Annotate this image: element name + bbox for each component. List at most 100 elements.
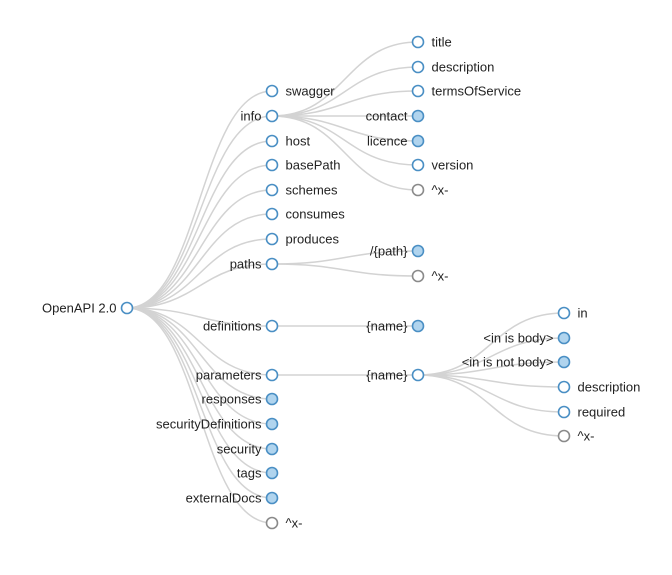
tree-node-info-title[interactable]: title [411,35,452,50]
tree-node-schemes[interactable]: schemes [265,183,339,198]
node-label-info-ext: ^x- [432,183,449,198]
node-circle-root-ext[interactable] [265,516,279,530]
tree-node-info-version[interactable]: version [411,158,474,173]
node-circle-tags[interactable] [265,466,279,480]
node-label-root: OpenAPI 2.0 [42,301,116,316]
tree-link-param-ext [417,374,565,437]
node-label-info-licence: licence [367,134,407,149]
node-circle-info-version[interactable] [411,158,425,172]
tree-node-param-ext[interactable]: ^x- [557,429,595,444]
node-circle-info-contact[interactable] [411,109,425,123]
node-label-tags: tags [237,466,262,481]
node-label-paths: paths [230,257,262,272]
tree-node-param-in[interactable]: in [557,306,588,321]
tree-node-tags[interactable]: tags [237,466,279,481]
tree-node-info-terms[interactable]: termsOfService [411,84,522,99]
node-circle-info-ext[interactable] [411,183,425,197]
node-circle-param-description[interactable] [557,380,571,394]
node-label-schemes: schemes [286,183,339,198]
node-label-swagger: swagger [286,84,336,99]
tree-link-root-ext [126,307,273,524]
tree-node-swagger[interactable]: swagger [265,84,336,99]
node-label-root-ext: ^x- [286,516,303,531]
node-label-parameters: parameters [196,368,262,383]
node-circle-info-title[interactable] [411,35,425,49]
tree-node-host[interactable]: host [265,134,311,149]
tree-node-external-docs[interactable]: externalDocs [186,491,279,506]
node-circle-schemes[interactable] [265,183,279,197]
tree-link-paths-path [271,250,419,265]
node-circle-paths[interactable] [265,257,279,271]
tree-node-security-definitions[interactable]: securityDefinitions [156,417,279,432]
node-circle-definitions[interactable] [265,319,279,333]
tree-node-parameters-name[interactable]: {name} [366,368,425,383]
tree-link-info-description [271,66,419,117]
node-circle-consumes[interactable] [265,207,279,221]
node-circle-responses[interactable] [265,392,279,406]
node-label-parameters-name: {name} [366,368,408,383]
node-circle-param-in-not-body[interactable] [557,355,571,369]
tree-link-info-ext [271,115,419,191]
tree-node-param-in-not-body[interactable]: <in is not body> [462,355,571,370]
node-label-param-ext: ^x- [578,429,595,444]
node-circle-param-required[interactable] [557,405,571,419]
tree-node-root-ext[interactable]: ^x- [265,516,303,531]
tree-node-param-in-body[interactable]: <in is body> [483,331,571,346]
tree-node-info[interactable]: info [241,109,279,124]
node-circle-swagger[interactable] [265,84,279,98]
node-circle-host[interactable] [265,134,279,148]
node-circle-param-in[interactable] [557,306,571,320]
node-circle-info-licence[interactable] [411,134,425,148]
node-circle-parameters-name[interactable] [411,368,425,382]
node-circle-produces[interactable] [265,232,279,246]
tree-node-paths-ext[interactable]: ^x- [411,269,449,284]
tree-node-info-contact[interactable]: contact [366,109,425,124]
tree-link-swagger [126,90,273,309]
tree-nodes: OpenAPI 2.0 swagger info title description te… [42,35,640,531]
tree-node-param-description[interactable]: description [557,380,641,395]
node-circle-info[interactable] [265,109,279,123]
tree-link-produces [126,238,273,309]
node-label-consumes: consumes [286,207,346,222]
tree-link-definitions [126,307,273,327]
tree-node-security[interactable]: security [217,442,279,457]
node-label-security: security [217,442,262,457]
node-circle-basepath[interactable] [265,158,279,172]
node-circle-parameters[interactable] [265,368,279,382]
tree-node-produces[interactable]: produces [265,232,340,247]
node-circle-param-in-body[interactable] [557,331,571,345]
node-circle-paths-ext[interactable] [411,269,425,283]
tree-node-param-required[interactable]: required [557,405,626,420]
tree-link-param-in-not-body [417,361,565,376]
tree-link-responses [126,307,273,400]
tree-link-security [126,307,273,450]
node-circle-external-docs[interactable] [265,491,279,505]
tree-link-paths [126,263,273,309]
node-circle-definitions-name[interactable] [411,319,425,333]
tree-node-consumes[interactable]: consumes [265,207,346,222]
tree-node-root[interactable]: OpenAPI 2.0 [42,301,134,316]
node-circle-info-terms[interactable] [411,84,425,98]
tree-node-info-ext[interactable]: ^x- [411,183,449,198]
node-label-host: host [286,134,311,149]
tree-node-paths[interactable]: paths [230,257,279,272]
node-circle-info-description[interactable] [411,60,425,74]
tree-node-paths-path[interactable]: /{path} [370,244,425,259]
tree-node-info-licence[interactable]: licence [367,134,425,149]
tree-node-info-description[interactable]: description [411,60,495,75]
tree-node-responses[interactable]: responses [202,392,279,407]
tree-node-parameters[interactable]: parameters [196,368,279,383]
node-label-definitions: definitions [203,319,262,334]
node-circle-paths-path[interactable] [411,244,425,258]
tree-node-definitions-name[interactable]: {name} [366,319,425,334]
node-circle-security-definitions[interactable] [265,417,279,431]
node-circle-root[interactable] [120,301,134,315]
tree-node-definitions[interactable]: definitions [203,319,279,334]
tree-link-info-licence [271,115,419,142]
node-label-info-title: title [432,35,452,50]
node-label-basepath: basePath [286,158,341,173]
node-circle-security[interactable] [265,442,279,456]
tree-node-basepath[interactable]: basePath [265,158,341,173]
node-circle-param-ext[interactable] [557,429,571,443]
node-label-param-in-not-body: <in is not body> [462,355,554,370]
